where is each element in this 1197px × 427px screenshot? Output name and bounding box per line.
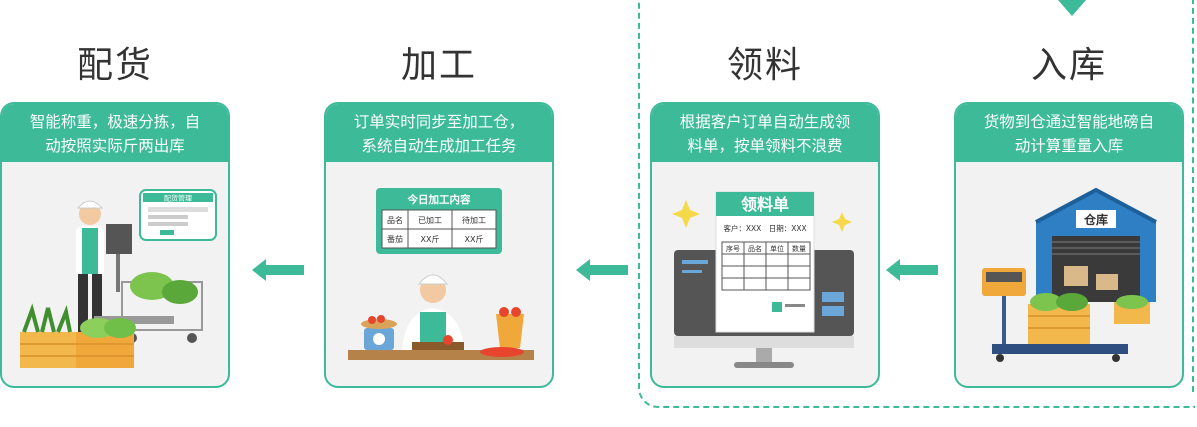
step-title-processing: 加工: [400, 45, 477, 86]
distribution-screen-title: 配货管理: [164, 194, 192, 203]
board-header: 品名: [387, 215, 403, 225]
card-distribution: 智能称重，极速分拣，自 动按照实际斤两出库 配货管理: [0, 102, 230, 388]
step-title-storage: 入库: [1030, 45, 1107, 86]
picking-sheet-customer: 客户：XXX 日期：XXX: [723, 223, 806, 233]
left-arrow-icon: [576, 259, 628, 281]
picking-sheet-title: 领料单: [741, 195, 789, 214]
board-cell: XX斤: [465, 234, 484, 244]
card-description: 智能称重，极速分拣，自 动按照实际斤两出库: [2, 104, 228, 162]
sparkle-icon: [672, 200, 700, 228]
desc-line: 根据客户订单自动生成领: [679, 113, 851, 131]
board-header: 已加工: [418, 215, 442, 225]
dashed-group-border-right: [1192, 0, 1194, 392]
card-processing: 订单实时同步至加工仓， 系统自动生成加工任务 今日加工内容 品名 已加工 待加工…: [324, 102, 554, 388]
step-title-picking: 领料: [726, 45, 803, 86]
desc-line: 货物到仓通过智能地磅自: [983, 113, 1155, 131]
desc-line: 动按照实际斤两出库: [45, 137, 185, 155]
desc-line: 智能称重，极速分拣，自: [29, 113, 201, 131]
sparkle-icon: [832, 212, 852, 232]
desc-line: 订单实时同步至加工仓，: [353, 113, 525, 131]
desc-line: 系统自动生成加工任务: [361, 137, 517, 155]
desc-line: 料单，按单领料不浪费: [687, 137, 843, 155]
left-arrow-icon: [252, 259, 304, 281]
down-arrow-icon: [1058, 0, 1086, 16]
warehouse-sign: 仓库: [1083, 212, 1108, 227]
picking-illustration: 领料单 客户：XXX 日期：XXX 序号 品名 单位 数量: [672, 191, 854, 368]
logo-icon: [772, 302, 782, 312]
storage-illustration: 仓库: [982, 187, 1157, 362]
desc-line: 动计算重量入库: [1014, 137, 1124, 155]
picking-header: 单位: [770, 244, 784, 253]
board-cell: 番茄: [387, 234, 403, 244]
step-title-distribution: 配货: [76, 45, 153, 86]
board-cell: XX斤: [421, 234, 440, 244]
dashed-group-border: [638, 0, 1195, 408]
left-arrow-icon: [886, 259, 938, 281]
card-picking: 根据客户订单自动生成领 料单，按单领料不浪费 领料单 客户：XXX 日期：XXX…: [650, 102, 880, 388]
processing-illustration: 今日加工内容 品名 已加工 待加工 番茄 XX斤 XX斤: [348, 188, 534, 360]
picking-header: 数量: [792, 244, 806, 253]
card-description: 货物到仓通过智能地磅自 动计算重量入库: [956, 104, 1182, 162]
board-header: 待加工: [462, 215, 486, 225]
card-description: 订单实时同步至加工仓， 系统自动生成加工任务: [326, 104, 552, 162]
picking-header: 序号: [726, 244, 740, 253]
card-storage: 货物到仓通过智能地磅自 动计算重量入库 仓库: [954, 102, 1184, 388]
distribution-illustration: 配货管理: [20, 189, 217, 368]
card-description: 根据客户订单自动生成领 料单，按单领料不浪费: [652, 104, 878, 162]
picking-header: 品名: [748, 244, 762, 253]
board-title: 今日加工内容: [407, 193, 471, 206]
